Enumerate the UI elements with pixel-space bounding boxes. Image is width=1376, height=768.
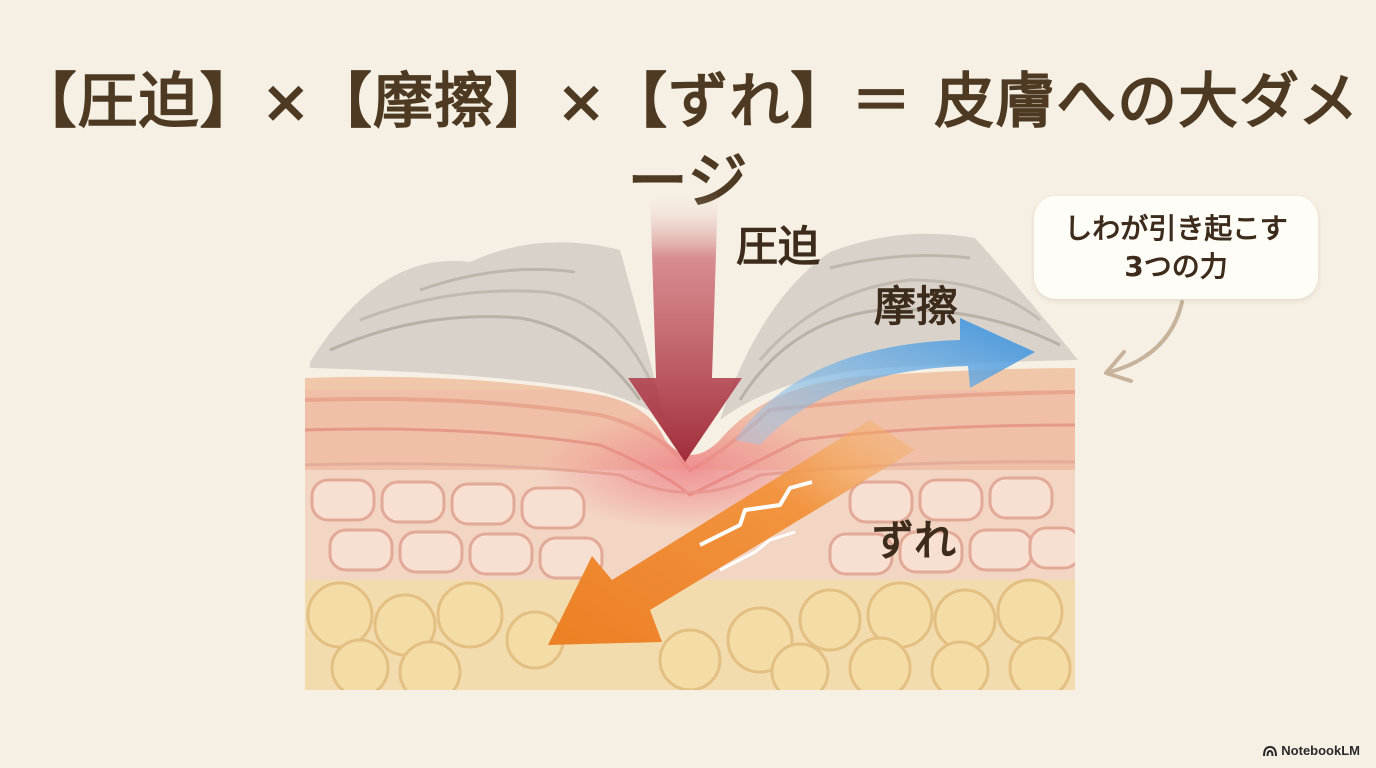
- notebooklm-logo-icon: [1263, 745, 1278, 756]
- fat-cells: [306, 578, 1072, 690]
- skin-layers: [305, 368, 1075, 690]
- shear-label: ずれ: [872, 516, 957, 565]
- callout-box: しわが引き起こす 3つの力: [1034, 196, 1318, 299]
- friction-arrow: [735, 318, 1035, 445]
- dermal-cells: [310, 476, 1075, 580]
- watermark-text: NotebookLM: [1281, 743, 1360, 758]
- pressure-label: 圧迫: [736, 222, 821, 271]
- page-title: 【圧迫】×【摩擦】×【ずれ】＝ 皮膚への大ダメージ: [16, 67, 1360, 217]
- pressure-arrow: [628, 190, 742, 462]
- shear-arrow: [548, 420, 915, 645]
- callout-pointer-arrow: [1104, 300, 1184, 383]
- notebooklm-watermark: NotebookLM: [1263, 743, 1360, 758]
- callout-text: しわが引き起こす 3つの力: [1064, 211, 1288, 283]
- friction-label: 摩擦: [874, 282, 959, 331]
- skin-fold-wrinkles: [310, 233, 1078, 420]
